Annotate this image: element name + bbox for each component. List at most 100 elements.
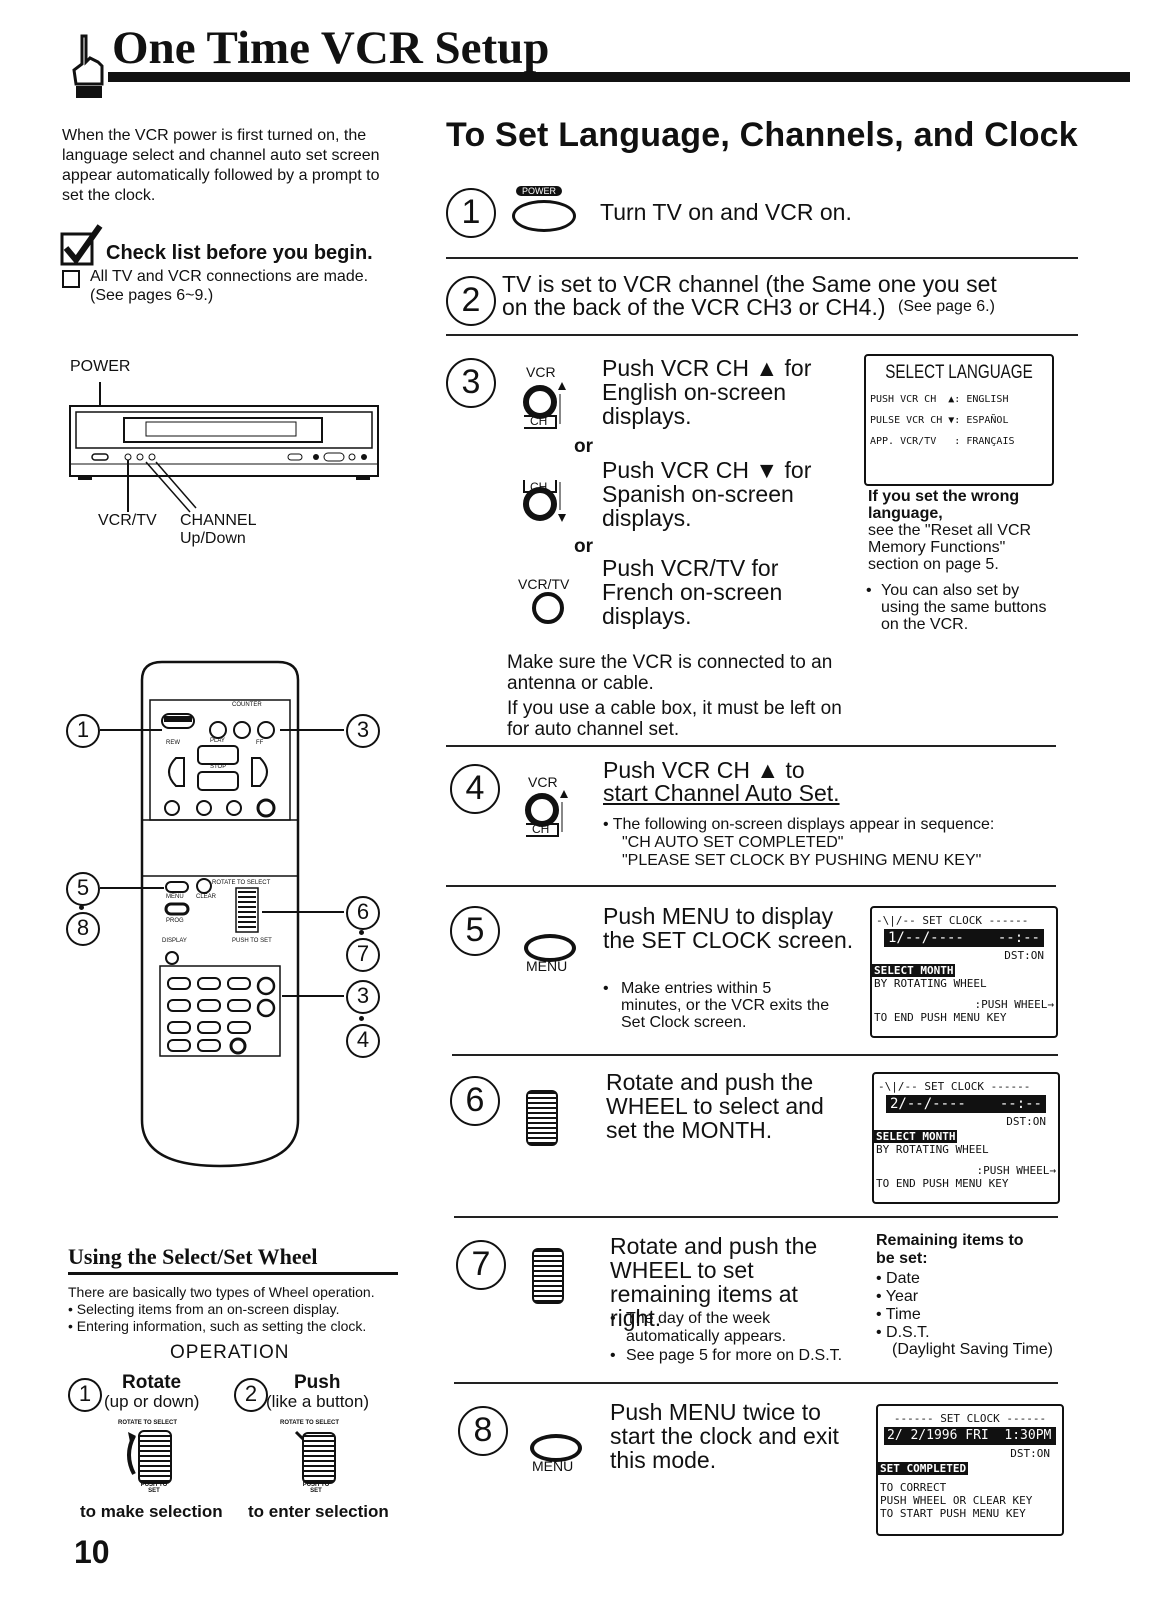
rotate-title: Rotate xyxy=(122,1372,182,1393)
checklist-item: All TV and VCR connections are made. xyxy=(90,268,369,285)
step-5-text: Push MENU to display the SET CLOCK scree… xyxy=(603,903,854,953)
osd-title: SET CLOCK xyxy=(922,914,982,927)
osd-dst: DST:ON xyxy=(1010,1447,1050,1460)
wrong-language-title: If you set the wrong language, xyxy=(868,488,1020,522)
callout-line xyxy=(280,729,344,731)
step-3-option-2: Push VCR CH ▼ for Spanish on-screen disp… xyxy=(602,457,812,531)
antenna-note: Make sure the VCR is connected to an ant… xyxy=(507,652,833,694)
osd-title: SET CLOCK xyxy=(924,1080,984,1093)
step-7-bullet-dot: • xyxy=(610,1310,616,1327)
remote-label-display: DISPLAY xyxy=(162,938,187,944)
vcrtv-button-icon xyxy=(532,592,564,624)
power-button-label: POWER xyxy=(516,186,563,196)
step-4-sequence-1: "CH AUTO SET COMPLETED" xyxy=(622,834,844,851)
osd-highlight-bar: SET COMPLETED xyxy=(878,1462,969,1475)
step-4-line-2: start Channel Auto Set. xyxy=(603,780,840,806)
step-divider xyxy=(446,745,1056,747)
step-divider xyxy=(454,1382,1058,1384)
step-6-wheel-icon xyxy=(526,1090,558,1146)
checkmark-icon xyxy=(60,224,106,268)
step-divider xyxy=(446,257,1078,259)
checklist-checkbox[interactable] xyxy=(62,270,80,288)
step-3-vcr-label: VCR xyxy=(526,364,556,380)
remote-control-illustration xyxy=(138,660,302,1170)
operation-label: OPERATION xyxy=(170,1342,290,1363)
remote-label-ff: FF xyxy=(256,740,264,746)
remote-callout-1: 1 xyxy=(66,714,100,748)
callout-line xyxy=(262,911,344,913)
remote-label-prog: PROG xyxy=(166,918,184,924)
page-title: One Time VCR Setup xyxy=(112,22,550,74)
ch-down-button-icon xyxy=(522,478,576,524)
push-wheel-icon xyxy=(302,1432,336,1484)
wheel-section-rule xyxy=(68,1272,398,1275)
osd-row: PULSE VCR CH ▼: ESPAÑOL xyxy=(870,415,1009,426)
select-language-osd: SELECT LANGUAGE PUSH VCR CH ▲: ENGLISH P… xyxy=(864,354,1054,486)
step-4-ch-label: CH xyxy=(532,822,550,836)
step-divider xyxy=(454,1216,1058,1218)
remote-label-clear: CLEAR xyxy=(196,894,217,900)
step-1-text: Turn TV on and VCR on. xyxy=(600,199,852,225)
rotate-wheel-icon xyxy=(138,1430,172,1484)
osd-sun-icon: \|/ xyxy=(884,1080,905,1093)
vcrtv-label: VCR/TV xyxy=(98,512,157,529)
wheel-intro: There are basically two types of Wheel o… xyxy=(68,1284,375,1300)
step-4-vcr-label: VCR xyxy=(528,774,558,790)
push-title: Push xyxy=(294,1372,341,1393)
remaining-items-title: Remaining items to be set: xyxy=(876,1232,1024,1267)
step-6-number: 6 xyxy=(450,1076,500,1126)
remaining-item: Time xyxy=(876,1306,930,1324)
power-button-icon xyxy=(512,200,576,232)
rotate-number: 1 xyxy=(68,1378,102,1412)
callout-dot xyxy=(359,1016,364,1021)
push-rotate-to-select-label: ROTATE TO SELECT xyxy=(280,1420,340,1426)
remote-callout-8: 8 xyxy=(66,912,100,946)
step-7-wheel-icon xyxy=(532,1248,564,1304)
osd-row: APP. VCR/TV : FRANÇAIS xyxy=(870,436,1015,447)
remote-callout-6: 6 xyxy=(346,896,380,930)
osd-title: SET CLOCK xyxy=(940,1412,1000,1425)
step-3-option-3: Push VCR/TV for French on-screen display… xyxy=(602,555,783,629)
step-1-number: 1 xyxy=(446,188,496,238)
set-clock-osd-1: -\|/-- SET CLOCK ------ 1/--/---- --:-- … xyxy=(870,906,1058,1038)
wheel-bullet-2: • Entering information, such as setting … xyxy=(68,1318,367,1334)
make-selection-label: to make selection xyxy=(80,1502,223,1521)
remote-label-play: PLAY xyxy=(210,738,225,744)
dst-note: (Daylight Saving Time) xyxy=(892,1341,1053,1358)
osd-date: 2/--/---- xyxy=(890,1096,966,1112)
menu-button-icon xyxy=(524,934,576,962)
step-2-ref: (See page 6.) xyxy=(898,298,995,315)
osd-row: PUSH VCR CH ▲: ENGLISH xyxy=(870,394,1009,405)
remote-label-stop: STOP xyxy=(210,764,227,770)
osd-dst: DST:ON xyxy=(1006,1115,1046,1128)
osd-title: SELECT LANGUAGE xyxy=(885,362,1033,383)
power-label: POWER xyxy=(70,358,131,375)
intro-text: When the VCR power is first turned on, t… xyxy=(62,127,380,204)
step-3-or-2: or xyxy=(574,536,593,557)
also-set-bullet: • xyxy=(866,582,872,599)
step-7-text: Rotate and push the WHEEL to set remaini… xyxy=(610,1233,818,1331)
step-8-menu-button-icon xyxy=(530,1434,582,1462)
step-5-bullet: Make entries within 5 minutes, or the VC… xyxy=(621,980,830,1031)
remaining-items-list: Date Year Time D.S.T. xyxy=(876,1270,930,1342)
remote-label-push: PUSH TO SET xyxy=(232,938,272,944)
step-divider xyxy=(446,885,1056,887)
osd-highlight-bar: SELECT MONTH xyxy=(874,1130,958,1143)
push-number: 2 xyxy=(234,1378,268,1412)
wheel-section-title: Using the Select/Set Wheel xyxy=(68,1244,318,1269)
osd-line: TO CORRECT xyxy=(880,1481,947,1494)
step-4-number: 4 xyxy=(450,764,500,814)
ch-label-down: CH xyxy=(530,480,548,494)
wheel-bullet-1: • Selecting items from an on-screen disp… xyxy=(68,1301,340,1317)
remote-label-counter: COUNTER xyxy=(232,702,262,708)
wrong-language-text: see the "Reset all VCR Memory Functions"… xyxy=(868,522,1032,573)
osd-line: BY ROTATING WHEEL xyxy=(876,1143,989,1156)
step-3-or-1: or xyxy=(574,436,593,457)
remote-callout-7: 7 xyxy=(346,938,380,972)
step-4-sequence-intro: • The following on-screen displays appea… xyxy=(603,816,995,833)
osd-line: :PUSH WHEEL→ xyxy=(974,998,1054,1011)
remote-callout-4: 4 xyxy=(346,1024,380,1058)
callout-dot xyxy=(359,930,364,935)
callout-line xyxy=(100,887,164,889)
title-rule xyxy=(108,72,1130,82)
